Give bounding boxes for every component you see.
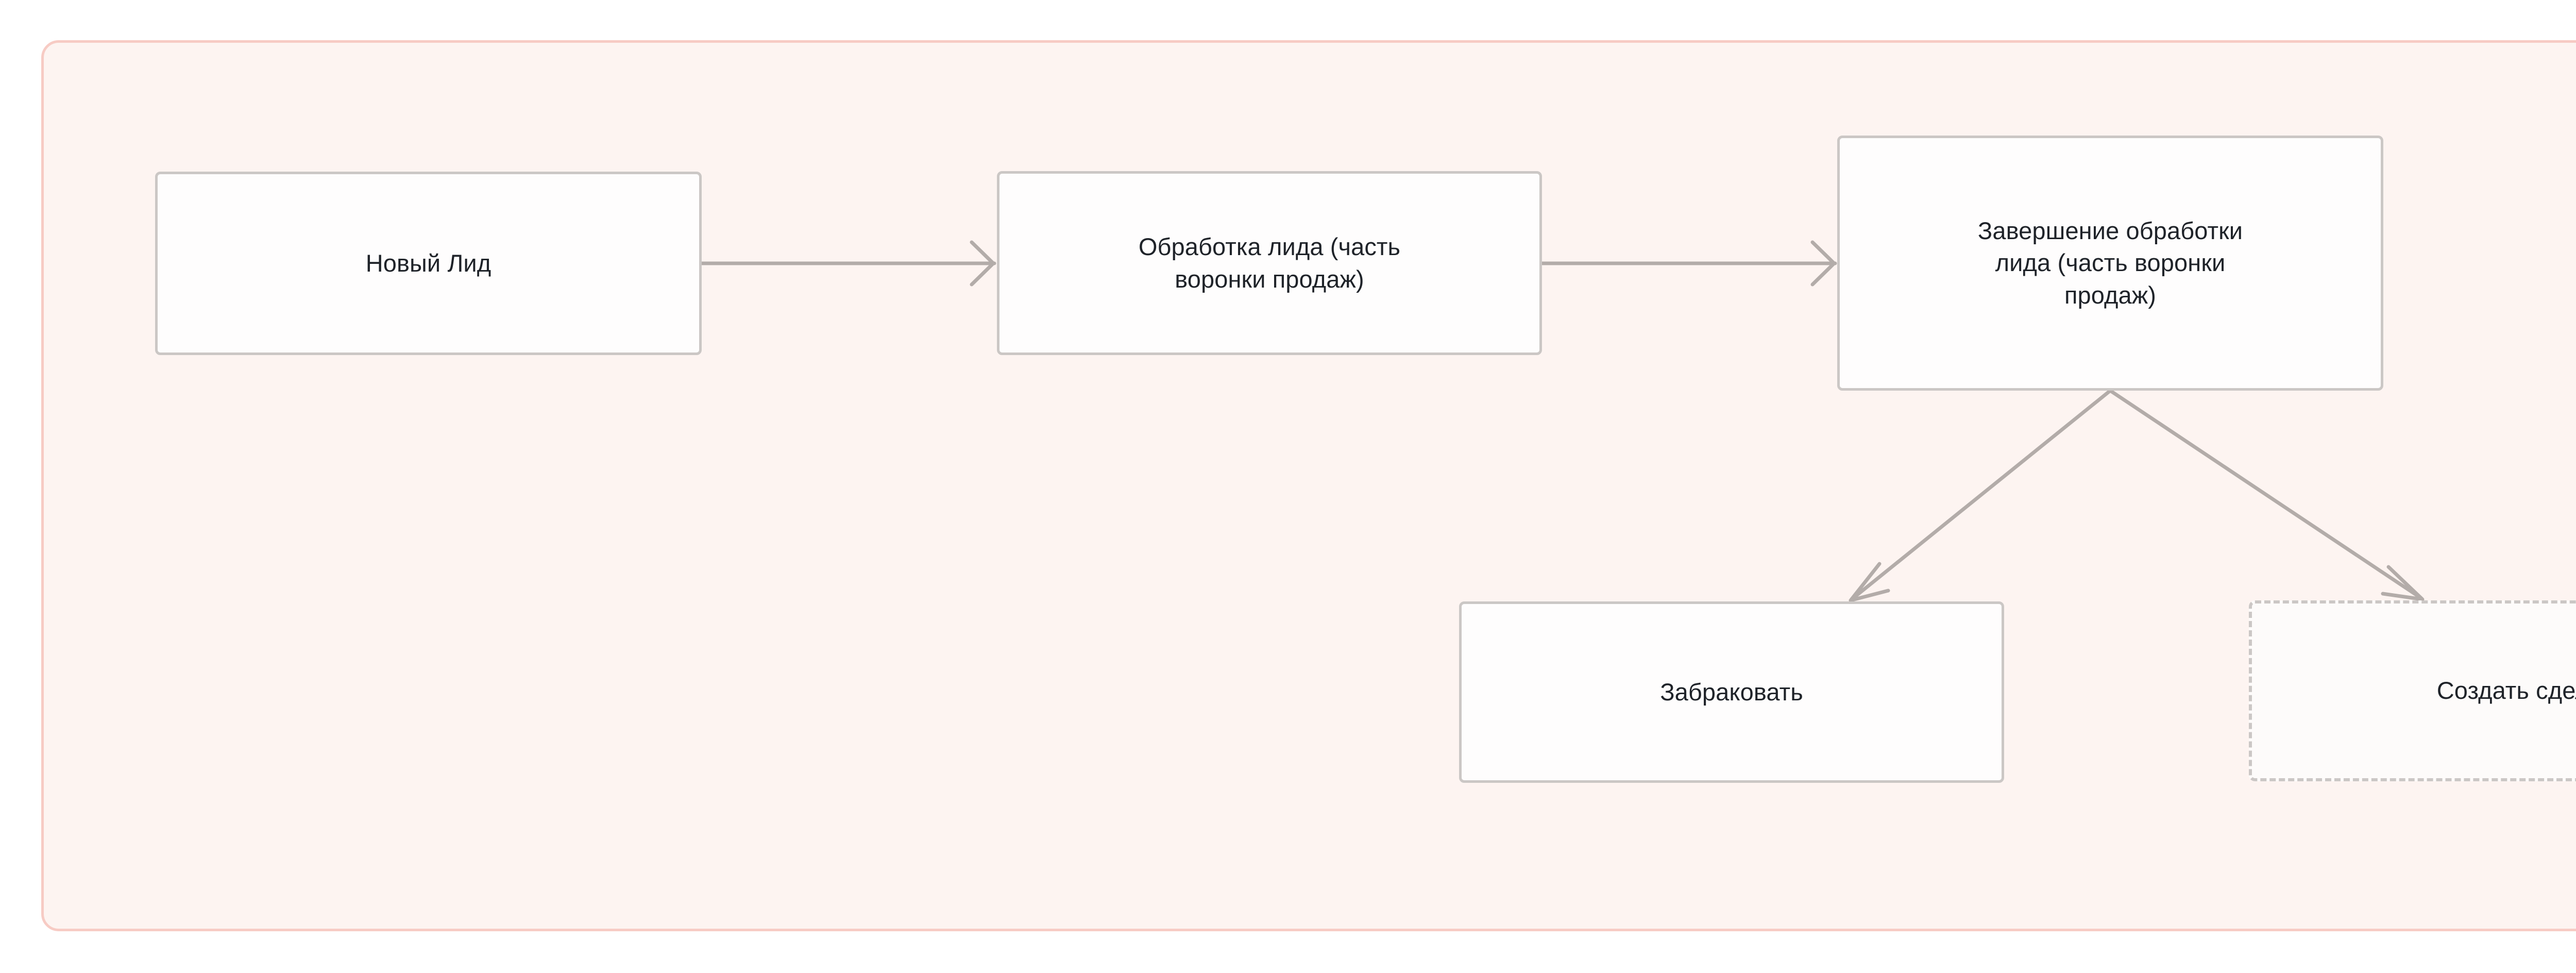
node-lead-processing-finish-label: Завершение обработки лида (часть воронки… (1977, 217, 2243, 309)
node-create-deal[interactable]: Создать сделку (2249, 600, 2576, 781)
node-create-deal-label: Создать сделку (2436, 677, 2576, 704)
node-lead-processing-finish[interactable]: Завершение обработки лида (часть воронки… (1837, 136, 2383, 391)
node-lead-processing-label: Обработка лида (часть воронки продаж) (1138, 233, 1401, 293)
node-new-lead-label: Новый Лид (365, 249, 492, 277)
node-lead-processing[interactable]: Обработка лида (часть воронки продаж) (997, 171, 1542, 355)
node-reject[interactable]: Забраковать (1459, 601, 2004, 783)
node-new-lead[interactable]: Новый Лид (155, 172, 702, 355)
node-reject-label: Забраковать (1660, 678, 1803, 706)
